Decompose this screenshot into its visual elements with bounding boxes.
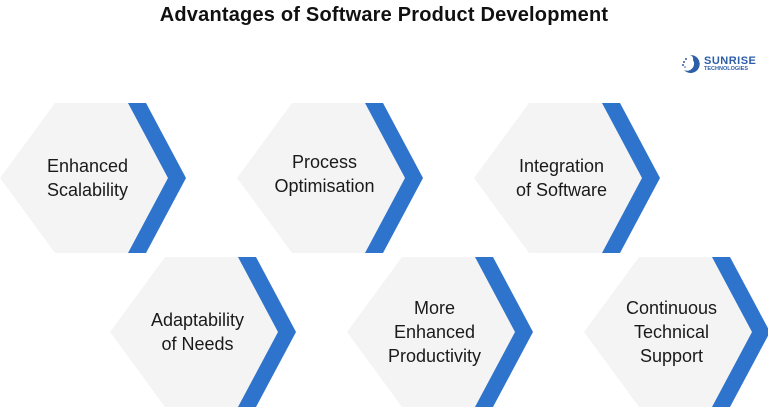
logo-name: SUNRISE xyxy=(704,54,757,67)
card-adaptability-of-needs: Adaptability of Needs xyxy=(110,256,300,408)
card-line: Integration xyxy=(518,156,605,176)
card-integration-of-software: Integration of Software xyxy=(474,102,664,254)
card-line: Technical xyxy=(633,322,710,342)
sunrise-logo-icon xyxy=(682,54,700,73)
card-line: Productivity xyxy=(387,346,482,366)
card-line: of Needs xyxy=(161,334,234,354)
card-line: of Software xyxy=(515,180,608,200)
card-line: Enhanced xyxy=(393,322,476,342)
card-line: Process xyxy=(291,152,357,172)
card-line: Support xyxy=(639,346,704,366)
card-line: Continuous xyxy=(625,298,718,318)
card-line: Scalability xyxy=(46,180,129,200)
card-line: Enhanced xyxy=(46,156,129,176)
logo: SUNRISE TECHNOLOGIES xyxy=(680,54,756,74)
card-line: Adaptability xyxy=(150,310,245,330)
card-line: More xyxy=(413,298,455,318)
page-title: Advantages of Software Product Developme… xyxy=(159,4,609,26)
logo-sub: TECHNOLOGIES xyxy=(704,65,749,72)
card-line: Optimisation xyxy=(274,176,375,196)
